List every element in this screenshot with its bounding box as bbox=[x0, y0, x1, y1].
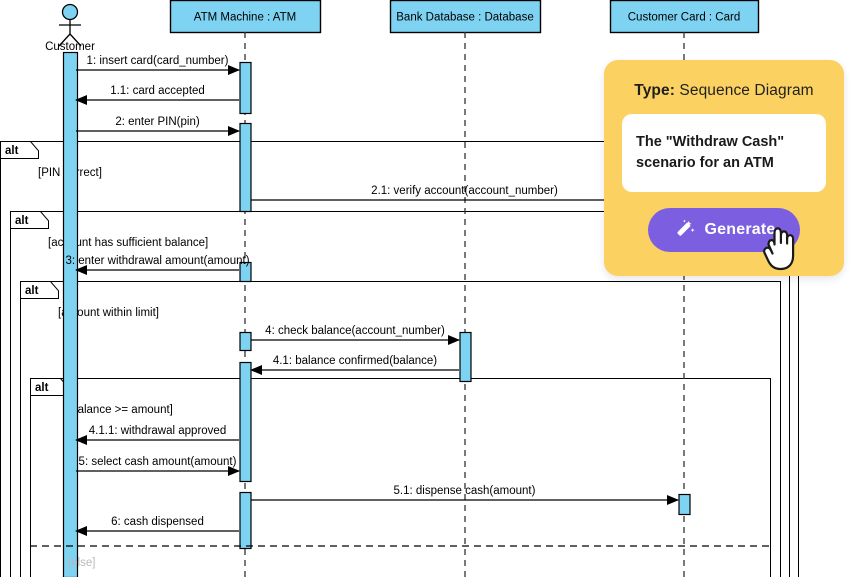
message-label: 4.1: balance confirmed(balance) bbox=[273, 355, 437, 367]
message-label: 4: check balance(account_number) bbox=[265, 325, 445, 337]
message-label: 5.1: dispense cash(amount) bbox=[394, 485, 536, 497]
message-m4_1: 4.1: balance confirmed(balance) bbox=[250, 355, 459, 375]
combined-fragments-layer: alt[PIN correct]alt[account has sufficie… bbox=[0, 141, 799, 577]
message-m5: 5: select cash amount(amount) bbox=[76, 456, 240, 476]
lifeline-head-box[interactable] bbox=[389, 0, 542, 34]
fragment-operator-tab bbox=[0, 141, 39, 159]
message-label: 3: enter withdrawal amount(amount) bbox=[65, 255, 249, 267]
lifeline-customer: Customer bbox=[45, 3, 95, 53]
activation-bar-atm-2 bbox=[239, 61, 252, 115]
message-m6: 6: cash dispensed bbox=[75, 516, 239, 536]
lifeline-label: Bank Database : Database bbox=[396, 12, 533, 24]
lifeline-atm: ATM Machine : ATM bbox=[169, 0, 322, 577]
fragment-operator-tab bbox=[20, 281, 59, 299]
fragment-guard-label: [balance >= amount] bbox=[68, 404, 173, 416]
combined-fragment-alt-2: alt [account has sufficient balance] bbox=[10, 211, 790, 577]
fragment-operator-label: alt bbox=[35, 382, 49, 394]
message-m4: 4: check balance(account_number) bbox=[251, 325, 460, 345]
generate-button-label: Generate bbox=[704, 221, 776, 238]
message-m2: 2: enter PIN(pin) bbox=[76, 116, 240, 136]
activation-bars-layer bbox=[62, 51, 691, 577]
lifeline-label: Customer bbox=[45, 41, 95, 53]
message-m1_1: 1.1: card accepted bbox=[75, 85, 239, 105]
message-m1: 1: insert card(card_number) bbox=[76, 55, 240, 75]
fragment-operator-label: alt bbox=[5, 145, 19, 157]
combined-fragment-alt-3: alt [amount within limit] bbox=[20, 281, 781, 577]
fragment-border bbox=[0, 141, 799, 577]
lifeline-db: Bank Database : Database bbox=[389, 0, 542, 577]
message-label: 2: enter PIN(pin) bbox=[115, 116, 200, 128]
actor-leg-left-icon bbox=[58, 33, 71, 47]
messages-layer: 1: insert card(card_number) 1.1: card acc… bbox=[65, 55, 679, 536]
activation-bar-db-7 bbox=[459, 331, 472, 383]
fragment-border bbox=[10, 211, 790, 577]
fragment-guard-label: [amount within limit] bbox=[58, 307, 159, 319]
else-guard-label: [else] bbox=[68, 557, 96, 569]
popup-type-value: Sequence Diagram bbox=[679, 82, 814, 99]
activation-bar-card-9 bbox=[678, 493, 691, 516]
message-label: 6: cash dispensed bbox=[111, 516, 204, 528]
message-label: 1: insert card(card_number) bbox=[87, 55, 229, 67]
prompt-input-text: The "Withdraw Cash" scenario for an ATM bbox=[636, 134, 785, 171]
generate-button-row: Generate bbox=[622, 208, 826, 271]
popup-type-row: Type: Sequence Diagram bbox=[622, 82, 826, 100]
lifeline-label: Customer Card : Card bbox=[628, 12, 740, 24]
activation-bar-atm-5 bbox=[239, 261, 252, 283]
activation-bar-customer-1 bbox=[62, 51, 79, 577]
prompt-input-field[interactable]: The "Withdraw Cash" scenario for an ATM bbox=[622, 114, 826, 192]
lifeline-label: ATM Machine : ATM bbox=[194, 12, 296, 24]
message-m3: 3: enter withdrawal amount(amount) bbox=[65, 255, 250, 275]
fragment-operator-tab bbox=[10, 211, 49, 229]
fragment-border bbox=[30, 378, 771, 577]
activation-bar-atm-3 bbox=[239, 122, 252, 213]
message-m5_1: 5.1: dispense cash(amount) bbox=[251, 485, 679, 505]
activation-bar-atm-6 bbox=[239, 331, 252, 352]
message-m4_1_1: 4.1.1: withdrawal approved bbox=[75, 425, 239, 445]
message-label: 2.1: verify account(account_number) bbox=[371, 185, 558, 197]
else-divider-layer: [else] bbox=[30, 545, 770, 569]
activation-bar-atm-8 bbox=[239, 361, 252, 483]
message-label: 4.1.1: withdrawal approved bbox=[89, 425, 226, 437]
activation-bar-atm-10 bbox=[239, 491, 252, 550]
lifeline-head-box[interactable] bbox=[609, 0, 760, 34]
message-label: 5: select cash amount(amount) bbox=[79, 456, 237, 468]
fragment-guard-label: [account has sufficient balance] bbox=[48, 237, 208, 249]
generate-popup-card: Type: Sequence Diagram The "Withdraw Cas… bbox=[604, 60, 844, 276]
generate-button[interactable]: Generate bbox=[648, 208, 800, 252]
actor-leg-right-icon bbox=[69, 33, 82, 47]
fragment-operator-label: alt bbox=[25, 285, 39, 297]
fragment-border bbox=[20, 281, 781, 577]
combined-fragment-alt-4: alt [balance >= amount] bbox=[30, 378, 771, 577]
actor-head-icon bbox=[61, 3, 79, 21]
fragment-operator-label: alt bbox=[15, 215, 29, 227]
popup-type-label: Type: bbox=[634, 82, 675, 99]
magic-wand-icon bbox=[677, 219, 695, 236]
message-label: 1.1: card accepted bbox=[110, 85, 205, 97]
